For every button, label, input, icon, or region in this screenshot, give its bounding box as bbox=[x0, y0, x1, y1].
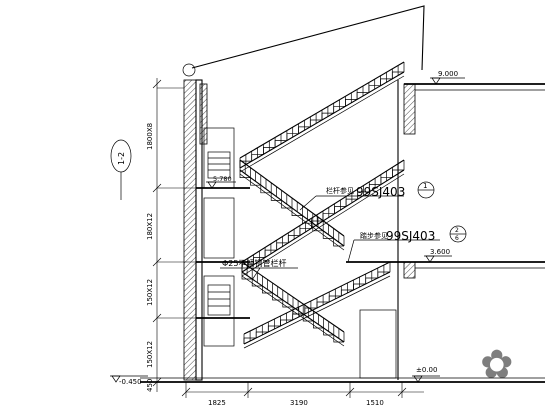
left-wall-line bbox=[195, 79, 203, 381]
handrail-note: Φ25不锈钢管栏杆 bbox=[220, 258, 298, 281]
ground-door bbox=[359, 309, 397, 379]
flight-1 bbox=[239, 61, 405, 173]
step-detail-bottom: 6 bbox=[455, 235, 459, 242]
window-lower-inner bbox=[207, 284, 231, 316]
railing-note-ref: 99SJ403 bbox=[356, 185, 405, 199]
stair-flights bbox=[239, 61, 405, 349]
level-mark-mid-right: 3.600 bbox=[424, 248, 452, 263]
flight-4 bbox=[241, 261, 345, 347]
level-mark-mid-left: 5.780 bbox=[206, 175, 236, 189]
level-mark-ground-right: ±0.00 bbox=[412, 366, 440, 383]
vertical-dim-ticks bbox=[152, 79, 196, 387]
roof-line bbox=[191, 5, 425, 71]
handrail-note-label: Φ25不锈钢管栏杆 bbox=[222, 258, 286, 268]
vdim-4: 150X12 bbox=[146, 341, 154, 368]
window-lower bbox=[203, 275, 235, 347]
level-mark-ground-left: -0.450 bbox=[110, 375, 148, 386]
step-note-ref: 99SJ403 bbox=[386, 229, 435, 243]
window-upper bbox=[203, 127, 235, 189]
step-note-label: 踏步参见 bbox=[360, 231, 388, 240]
level-ground-right-text: ±0.00 bbox=[416, 366, 437, 374]
left-wall-hatch bbox=[183, 79, 197, 381]
roof-edge-symbol bbox=[182, 63, 196, 77]
level-ground-left-text: -0.450 bbox=[119, 378, 142, 386]
window-middle bbox=[203, 197, 235, 259]
vdim-1: 1800X8 bbox=[146, 123, 154, 150]
level-top-text: 9.000 bbox=[438, 70, 458, 78]
level-mark-top: 9.000 bbox=[430, 70, 465, 85]
flight-5 bbox=[243, 261, 391, 349]
flight-2 bbox=[239, 159, 345, 251]
vdim-2: 180X12 bbox=[146, 213, 154, 240]
axis-bubble: 1-2 bbox=[110, 139, 132, 200]
step-detail-top: 2 bbox=[455, 227, 459, 234]
right-wall-top-hatch bbox=[403, 83, 416, 135]
horizontal-dim-ticks bbox=[181, 382, 407, 398]
hdim-3: 1510 bbox=[366, 399, 384, 407]
railing-note: 栏杆参见 99SJ403 1 bbox=[299, 181, 435, 211]
axis-label: 1-2 bbox=[117, 152, 126, 165]
hdim-2: 3190 bbox=[290, 399, 308, 407]
inner-column-hatch bbox=[199, 83, 208, 145]
railing-note-label: 栏杆参见 bbox=[326, 186, 354, 195]
right-wall-mid-hatch bbox=[403, 261, 416, 279]
level-mid-left-text: 5.780 bbox=[213, 175, 232, 183]
flight-3 bbox=[241, 159, 405, 277]
railing-detail-no: 1 bbox=[423, 182, 427, 190]
vdim-5: 450 bbox=[146, 379, 154, 392]
hdim-1: 1825 bbox=[208, 399, 226, 407]
vdim-3: 150X12 bbox=[146, 279, 154, 306]
step-note: 踏步参见 99SJ403 2 6 bbox=[347, 225, 467, 263]
watermark-flower-icon: ✿ bbox=[480, 342, 514, 388]
window-upper-inner bbox=[207, 151, 231, 179]
level-mid-right-text: 3.600 bbox=[430, 248, 450, 256]
